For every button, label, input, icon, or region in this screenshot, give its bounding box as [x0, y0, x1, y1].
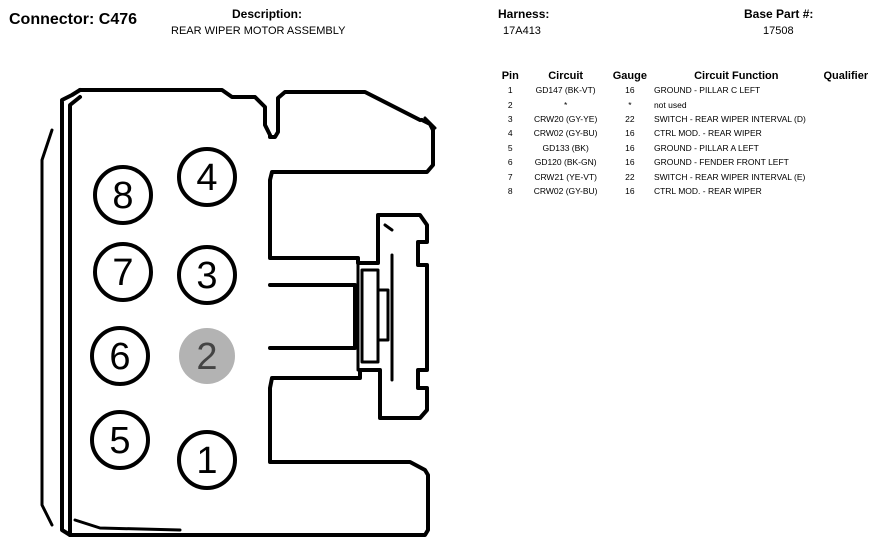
cell-pin: 7	[507, 171, 513, 182]
cell-circuit: GD133 (BK)	[542, 142, 589, 153]
base-part-label: Base Part #:	[744, 7, 814, 21]
description-value: REAR WIPER MOTOR ASSEMBLY	[171, 25, 346, 37]
pin-6: 6	[90, 326, 150, 386]
pin-circle	[93, 165, 153, 225]
latch-center	[268, 283, 357, 350]
header-function: Circuit Function	[694, 69, 779, 82]
table-row: 3 CRW20 (GY-YE) 22 SWITCH - REAR WIPER INTE…	[497, 112, 873, 126]
table-row: 2 * * not used	[497, 97, 873, 111]
harness-label: Harness:	[498, 7, 550, 21]
cell-function: GROUND - PILLAR C LEFT	[653, 85, 761, 96]
cell-circuit: *	[563, 99, 568, 110]
pin-label: 4	[196, 157, 217, 199]
base-part-value: 17508	[763, 25, 794, 37]
pin-3: 3	[177, 245, 237, 305]
pin-8: 8	[93, 165, 153, 225]
pin-circle	[177, 147, 237, 207]
table-row: 7 CRW21 (YE-VT) 22 SWITCH - REAR WIPER INTE…	[497, 169, 873, 183]
pin-circle	[177, 430, 237, 490]
cell-gauge: 16	[625, 185, 635, 196]
pin-7: 7	[93, 242, 153, 302]
header-qualifier: Qualifier	[823, 69, 869, 82]
pin-label: 7	[112, 252, 133, 294]
pin-group: 8 4 7 3 6 2 5 1	[90, 147, 237, 490]
cell-gauge: *	[628, 99, 632, 110]
cell-function: CTRL MOD. - REAR WIPER	[653, 128, 762, 139]
cell-function: CTRL MOD. - REAR WIPER	[653, 185, 762, 196]
latch-tab-top	[423, 116, 437, 130]
table-row: 6 GD120 (BK-GN) 16 GROUND - FENDER FRONT LE…	[497, 155, 873, 169]
housing-inner-left	[68, 95, 82, 537]
cell-circuit: GD120 (BK-GN)	[534, 157, 597, 168]
table-row: 4 CRW02 (GY-BU) 16 CTRL MOD. - REAR WIPER	[497, 126, 873, 140]
pin-circle	[90, 326, 150, 386]
table-row: 1 GD147 (BK-VT) 16 GROUND - PILLAR C LEFT	[497, 83, 873, 97]
latch-box	[360, 268, 380, 364]
cell-gauge: 22	[625, 171, 635, 182]
cell-pin: 5	[507, 142, 513, 153]
pin-label: 2	[196, 336, 217, 378]
cell-circuit: CRW02 (GY-BU)	[533, 128, 598, 139]
harness-value: 17A413	[503, 25, 541, 37]
cell-function: GROUND - PILLAR A LEFT	[653, 142, 759, 153]
pin-label: 3	[196, 255, 217, 297]
header-gauge: Gauge	[612, 69, 647, 82]
table-row: 8 CRW02 (GY-BU) 16 CTRL MOD. - REAR WIPER	[497, 184, 873, 198]
cell-gauge: 16	[625, 157, 635, 168]
cell-circuit: CRW21 (YE-VT)	[534, 171, 597, 182]
cell-pin: 3	[507, 113, 513, 124]
right-latch-outline	[60, 88, 435, 537]
connector-title: Connector: C476	[9, 11, 138, 28]
pin-label: 1	[196, 440, 217, 482]
pin-label: 8	[112, 175, 133, 217]
cell-function: SWITCH - REAR WIPER INTERVAL (D)	[653, 113, 806, 124]
latch-notch	[376, 288, 390, 342]
pin-4: 4	[177, 147, 237, 207]
pin-5: 5	[90, 410, 150, 470]
housing-outline	[78, 88, 422, 139]
pin-2: 2	[179, 328, 235, 384]
cell-gauge: 16	[625, 85, 635, 96]
pin-circle	[179, 328, 235, 384]
description-label: Description:	[232, 7, 303, 21]
cell-gauge: 16	[625, 128, 635, 139]
connector-housing	[40, 88, 437, 537]
pin-label: 5	[109, 420, 130, 462]
cell-circuit: GD147 (BK-VT)	[535, 85, 596, 96]
pin-label: 6	[109, 336, 130, 378]
cell-pin: 2	[507, 99, 513, 110]
cell-pin: 4	[507, 128, 513, 139]
cell-circuit: CRW02 (GY-BU)	[533, 185, 598, 196]
cell-function: SWITCH - REAR WIPER INTERVAL (E)	[653, 171, 806, 182]
cell-pin: 1	[507, 85, 513, 96]
housing-bottom-inner	[73, 518, 182, 532]
housing-left-rail	[40, 128, 54, 527]
pin-1: 1	[177, 430, 237, 490]
pin-table: Pin Circuit Gauge Circuit Function Quali…	[497, 68, 873, 198]
pin-circle	[177, 245, 237, 305]
cell-pin: 8	[507, 185, 513, 196]
cell-function: not used	[653, 99, 687, 110]
cell-function: GROUND - FENDER FRONT LEFT	[653, 157, 789, 168]
cell-pin: 6	[507, 157, 513, 168]
header-pin: Pin	[501, 69, 519, 82]
pin-circle	[90, 410, 150, 470]
pin-table-header: Pin Circuit Gauge Circuit Function Quali…	[497, 68, 873, 83]
cell-gauge: 16	[625, 142, 635, 153]
cell-circuit: CRW20 (GY-YE)	[533, 113, 598, 124]
pin-circle	[93, 242, 153, 302]
header-circuit: Circuit	[548, 69, 584, 82]
latch-bar-top	[383, 223, 394, 232]
cell-gauge: 22	[625, 113, 635, 124]
table-row: 5 GD133 (BK) 16 GROUND - PILLAR A LEFT	[497, 141, 873, 155]
